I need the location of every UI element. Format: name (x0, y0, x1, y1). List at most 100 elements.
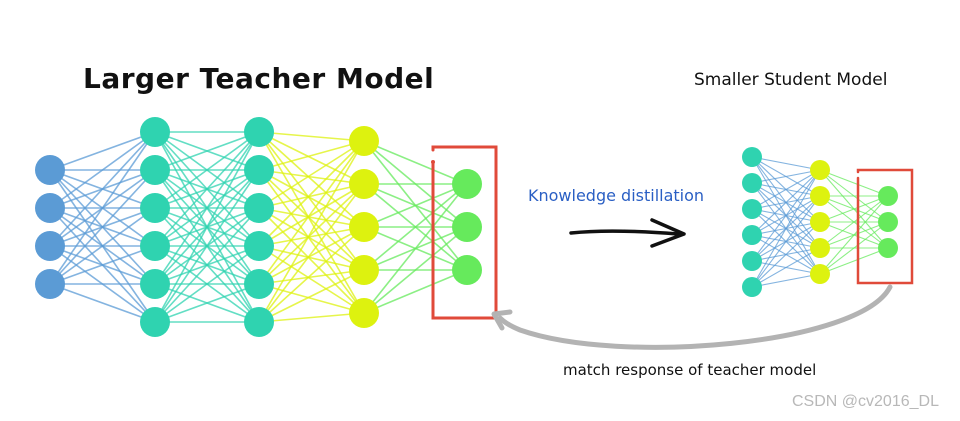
teacher-node-layer-3 (244, 155, 274, 185)
teacher-edge (258, 245, 365, 271)
student-output-bracket (856, 168, 914, 285)
student-node-layer-3 (878, 186, 898, 206)
teacher-node-layer-4 (349, 169, 379, 199)
teacher-edge (258, 169, 365, 228)
teacher-bracket-dot (431, 160, 435, 164)
teacher-edge (49, 169, 156, 285)
student-edge (751, 156, 821, 171)
teacher-edge (258, 183, 365, 323)
knowledge-distillation-label: Knowledge distillation (528, 186, 705, 205)
teacher-edge (154, 245, 260, 323)
teacher-output-bracket (431, 145, 498, 320)
teacher-model-title: Larger Teacher Model (83, 62, 435, 95)
student-edge (751, 195, 821, 288)
teacher-node-layer-1 (35, 269, 65, 299)
teacher-edge (258, 283, 365, 314)
teacher-node-layer-3 (244, 269, 274, 299)
teacher-node-layer-2 (140, 269, 170, 299)
student-edge (819, 195, 889, 223)
teacher-node-layer-5 (452, 212, 482, 242)
teacher-node-layer-3 (244, 231, 274, 261)
match-response-arrow (491, 284, 893, 350)
teacher-edge (258, 183, 365, 285)
teacher-edge (258, 312, 365, 323)
teacher-edge (258, 140, 365, 285)
teacher-network-edges (49, 131, 468, 323)
teacher-edge (258, 131, 365, 314)
distillation-arrow (569, 218, 686, 248)
teacher-edge (363, 183, 468, 228)
student-edge (819, 195, 889, 249)
teacher-edge (258, 207, 365, 314)
teacher-edge (258, 140, 365, 247)
teacher-edge (363, 269, 468, 314)
teacher-node-layer-1 (35, 193, 65, 223)
student-edge (819, 221, 889, 275)
teacher-edge (258, 226, 365, 247)
teacher-edge (258, 131, 365, 185)
teacher-edge (258, 226, 365, 323)
teacher-edge (49, 131, 156, 171)
teacher-node-layer-2 (140, 193, 170, 223)
teacher-node-layer-5 (452, 169, 482, 199)
student-node-layer-2 (810, 238, 830, 258)
student-node-layer-1 (742, 147, 762, 167)
student-node-layer-2 (810, 212, 830, 232)
student-edge (751, 169, 821, 288)
teacher-edge (363, 140, 468, 185)
teacher-edge (49, 207, 156, 285)
watermark: CSDN @cv2016_DL (792, 393, 939, 410)
student-node-layer-1 (742, 199, 762, 219)
student-node-layer-2 (810, 264, 830, 284)
teacher-edge (49, 283, 156, 323)
teacher-edge (258, 183, 365, 209)
teacher-edge (154, 169, 260, 323)
student-node-layer-2 (810, 186, 830, 206)
student-edge (751, 273, 821, 288)
student-node-layer-1 (742, 225, 762, 245)
teacher-edge (258, 169, 365, 185)
student-edge (819, 247, 889, 275)
teacher-node-layer-3 (244, 117, 274, 147)
student-network-edges (751, 156, 889, 288)
teacher-node-layer-5 (452, 255, 482, 285)
student-network (742, 147, 898, 297)
student-edge (819, 169, 889, 197)
student-edge (751, 221, 821, 288)
student-edge (819, 195, 889, 275)
teacher-node-layer-2 (140, 307, 170, 337)
teacher-edge (363, 183, 468, 314)
teacher-edge (258, 269, 365, 285)
student-edge (751, 247, 821, 288)
teacher-node-layer-1 (35, 155, 65, 185)
student-model-title: Smaller Student Model (694, 70, 888, 90)
teacher-edge (363, 226, 468, 314)
student-edge (751, 169, 821, 236)
teacher-edge (258, 131, 365, 142)
teacher-edge (49, 245, 156, 285)
teacher-edge (258, 245, 365, 314)
student-node-layer-3 (878, 238, 898, 258)
teacher-edge (258, 207, 365, 228)
teacher-edge (258, 269, 365, 323)
teacher-edge (154, 131, 260, 171)
teacher-edge (154, 283, 260, 323)
teacher-edge (154, 207, 260, 323)
student-node-layer-1 (742, 277, 762, 297)
teacher-edge (49, 131, 156, 247)
teacher-edge (258, 226, 365, 285)
match-response-label: match response of teacher model (563, 361, 817, 379)
teacher-edge (258, 131, 365, 271)
teacher-node-layer-4 (349, 298, 379, 328)
student-node-layer-2 (810, 160, 830, 180)
teacher-edge (258, 169, 365, 314)
teacher-node-layer-3 (244, 193, 274, 223)
student-edge (751, 169, 821, 262)
teacher-node-layer-2 (140, 231, 170, 261)
teacher-edge (49, 131, 156, 285)
teacher-edge (154, 131, 260, 247)
teacher-node-layer-2 (140, 155, 170, 185)
teacher-node-layer-2 (140, 117, 170, 147)
teacher-edge (258, 140, 365, 323)
